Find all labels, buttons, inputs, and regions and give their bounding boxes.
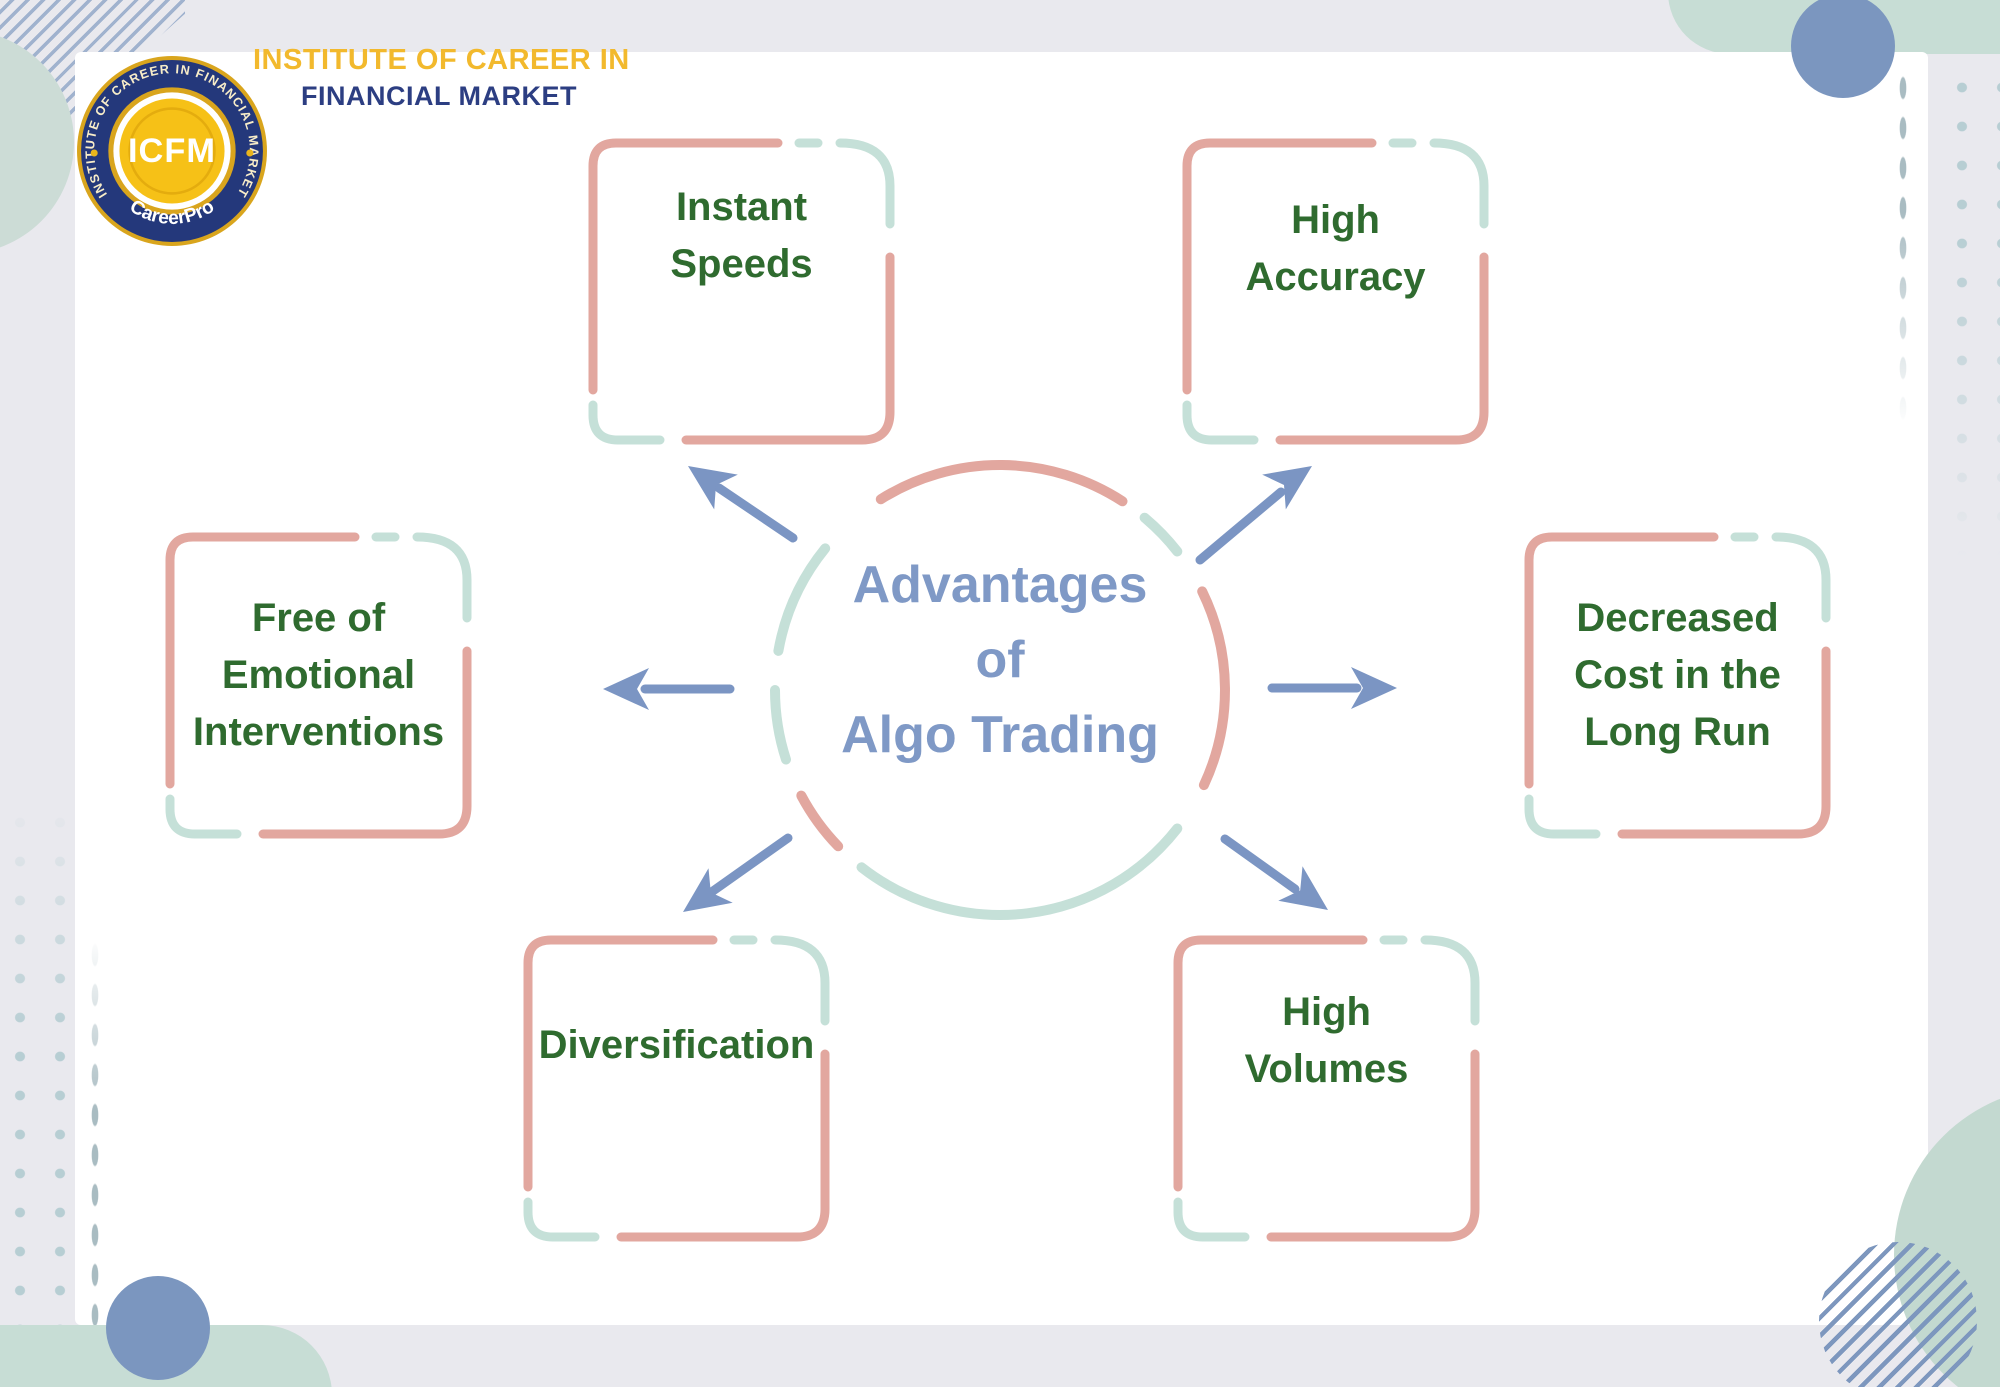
dot-grid-decoration-left: [0, 795, 75, 1340]
node-high-volumes: High Volumes: [1173, 935, 1480, 1242]
blue-circle-decoration-bottom-left: [106, 1276, 210, 1380]
logo-abbreviation: ICFM: [128, 132, 216, 170]
org-name-line1: INSTITUTE OF CAREER IN: [253, 44, 630, 76]
org-name: INSTITUTE OF CAREER IN FINANCIAL MARKET: [253, 44, 630, 112]
striped-circle-decoration-bottom-right: [1819, 1242, 1977, 1387]
node-instant-speeds: Instant Speeds: [588, 138, 895, 445]
node-label: Decreased Cost in the Long Run: [1574, 596, 1781, 754]
node-label: Free of Emotional Interventions: [192, 596, 445, 754]
node-high-accuracy: High Accuracy: [1182, 138, 1489, 445]
icfm-logo-badge: INSTITUTE OF CAREER IN FINANCIAL MARKET …: [77, 56, 267, 246]
node-label: High Volumes: [1244, 990, 1409, 1091]
blue-circle-decoration-top-right: [1791, 0, 1895, 98]
center-dashed-circle: [770, 460, 1230, 920]
node-free-of-emotional-interventions: Free of Emotional Interventions: [165, 532, 472, 839]
node-label: High Accuracy: [1245, 198, 1426, 299]
mini-dot-column-left: [89, 935, 101, 1325]
node-label: Instant Speeds: [670, 185, 813, 286]
dot-grid-decoration-right: [1928, 58, 2000, 558]
node-diversification: Diversification: [523, 935, 830, 1242]
content-card: [75, 52, 1928, 1325]
diagram-title: Advantages of Algo Trading: [841, 556, 1159, 764]
logo-gold-core: [119, 98, 225, 204]
node-decreased-cost-long-run: Decreased Cost in the Long Run: [1524, 532, 1831, 839]
org-name-line2: FINANCIAL MARKET: [301, 81, 577, 111]
mini-dot-column-right: [1897, 68, 1909, 428]
node-label: Diversification: [538, 1023, 815, 1067]
